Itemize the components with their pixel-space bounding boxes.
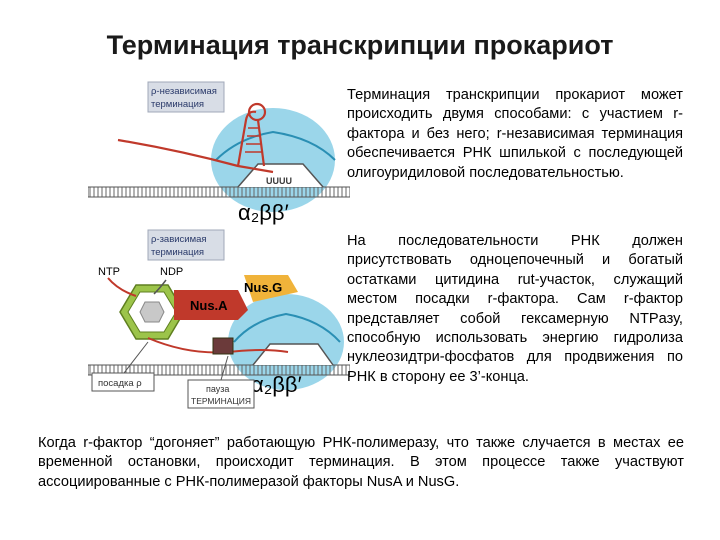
nusa-label: Nus.A [190,298,228,313]
paragraph-rho-independent: Терминация транскрипции прокариот может … [347,87,683,181]
pause-label-line2: ТЕРМИНАЦИЯ [191,396,251,406]
termination-diagram: ρ-независимая терминация UUUU α₂ββ′ ρ-з [88,80,350,410]
nusg-factor: Nus.G [244,275,298,302]
rho-hexamer [107,277,185,340]
ntp-label: NTP [98,266,120,278]
ndp-label: NDP [160,266,183,278]
polymerase-label-bottom: α₂ββ′ [251,372,302,397]
paragraph-termination-factors: Когда r-фактор “догоняет” работающую РНК… [38,435,684,490]
top-box-label-line1: ρ-независимая [151,86,217,97]
paragraph-rut-site: На последовательности РНК должен присутс… [347,233,683,385]
rna-hairpin [117,102,274,174]
page-title: Терминация транскрипции прокариот [106,30,614,60]
pause-label-box: пауза ТЕРМИНАЦИЯ [187,355,255,409]
pause-label-line1: пауза [206,384,229,394]
rho-site-label: посадка ρ [98,378,142,389]
nusg-label: Nus.G [244,280,282,295]
polymerase-label-top: α₂ββ′ [238,200,289,225]
nusa-factor: Nus.A [174,290,248,320]
bottom-box-label-line2: терминация [151,247,204,258]
dna-strand-bottom [88,337,350,376]
rho-site-label-box: посадка ρ [91,341,155,392]
bottom-box-label-line1: ρ-зависимая [151,234,207,245]
top-box-label-line2: терминация [151,99,204,110]
bottom-label-box: ρ-зависимая терминация [147,229,225,261]
uuu-label: UUUU [266,176,292,186]
top-label-box: ρ-независимая терминация [147,81,225,113]
